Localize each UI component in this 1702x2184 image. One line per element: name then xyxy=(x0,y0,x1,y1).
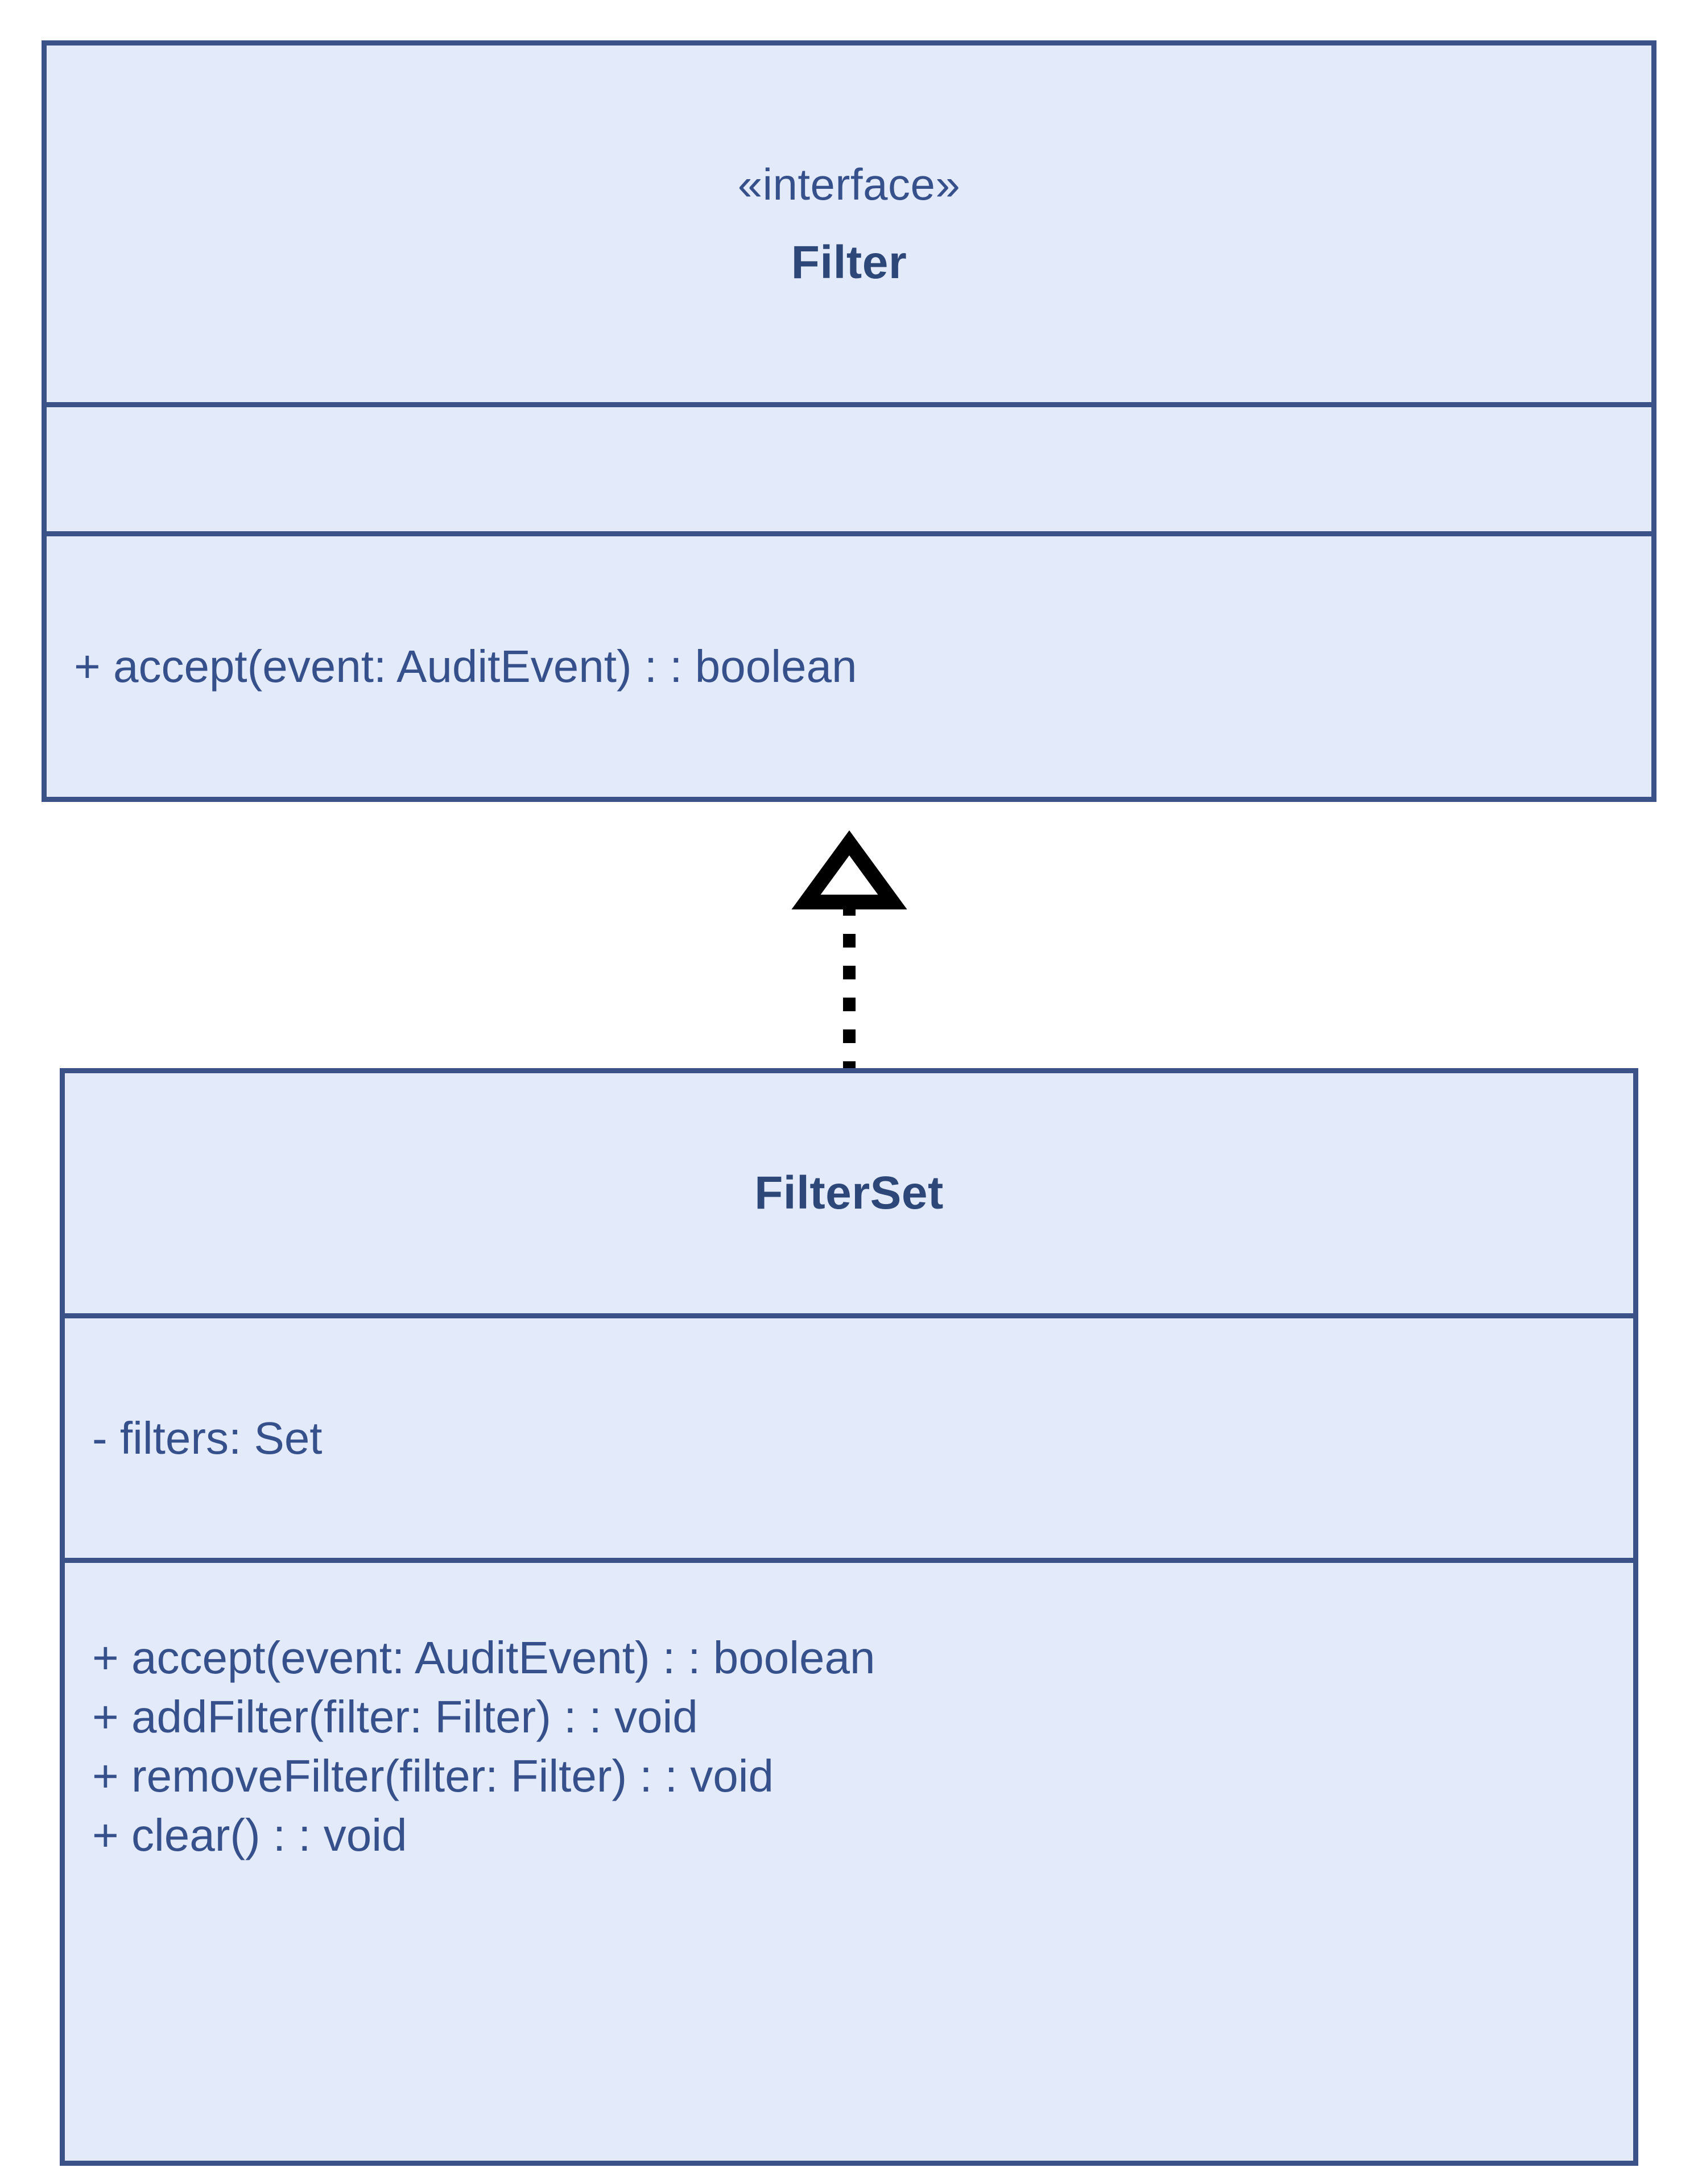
class-title: Filter xyxy=(791,236,907,288)
class-methods-filterset: + accept(event: AuditEvent) : : boolean … xyxy=(65,1558,1633,2161)
class-method: + accept(event: AuditEvent) : : boolean xyxy=(92,1632,875,1683)
class-header-filter: «interface» Filter xyxy=(47,46,1651,402)
class-title: FilterSet xyxy=(754,1167,944,1219)
class-methods-filter: + accept(event: AuditEvent) : : boolean xyxy=(47,531,1651,797)
class-stereotype: «interface» xyxy=(737,159,961,209)
class-method: + removeFilter(filter: Filter) : : void xyxy=(92,1751,774,1801)
class-method: + clear() : : void xyxy=(92,1810,407,1860)
hollow-triangle-arrowhead xyxy=(791,830,907,909)
uml-class-filter[interactable]: «interface» Filter + accept(event: Audit… xyxy=(42,40,1656,802)
class-header-filterset: FilterSet xyxy=(65,1073,1633,1313)
uml-class-filterset[interactable]: FilterSet - filters: Set + accept(event:… xyxy=(60,1068,1638,2166)
class-attribute: - filters: Set xyxy=(92,1412,323,1463)
class-attributes-filter xyxy=(47,402,1651,531)
class-attributes-filterset: - filters: Set xyxy=(65,1313,1633,1558)
class-method: + addFilter(filter: Filter) : : void xyxy=(92,1691,698,1742)
class-method: + accept(event: AuditEvent) : : boolean xyxy=(74,641,857,692)
realization-filterset-to-filter xyxy=(791,830,907,1072)
